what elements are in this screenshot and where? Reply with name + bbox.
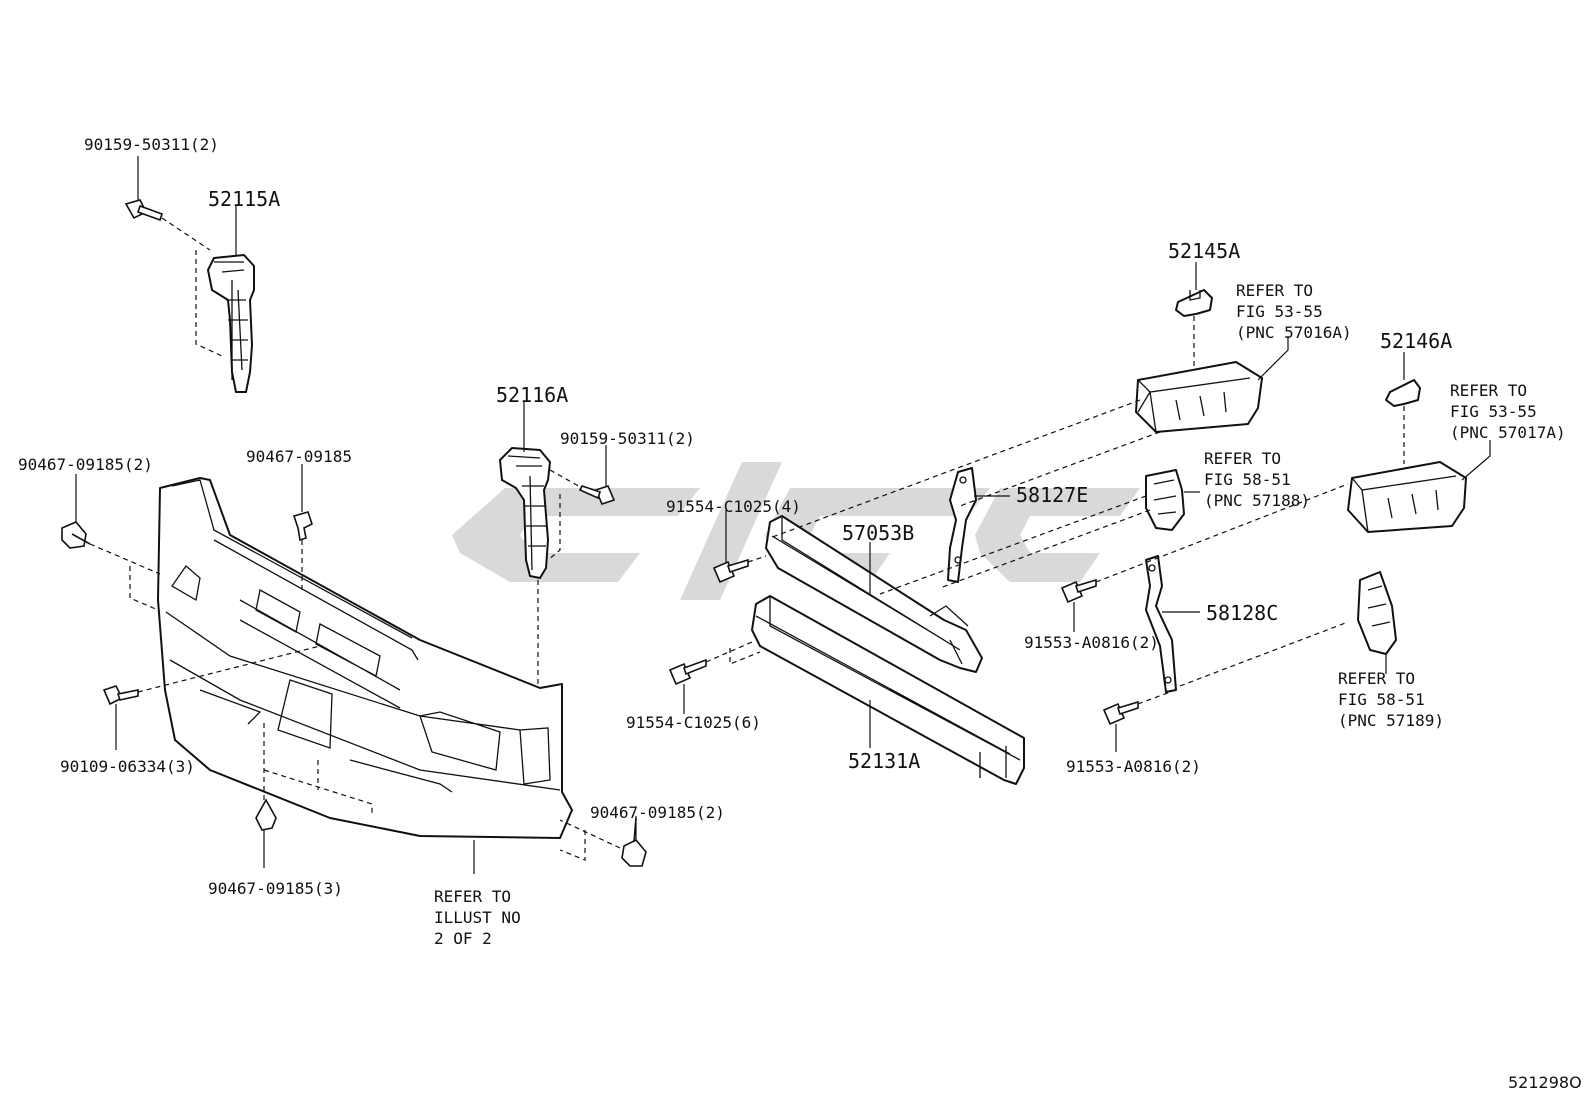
dash-57188 [879, 495, 1151, 595]
label-91553-A0816-b: 91553-A0816(2) [1066, 757, 1201, 776]
label-52145A: 52145A [1168, 239, 1240, 263]
retainer-52115A [207, 254, 255, 393]
clip-90467-bottom [255, 798, 277, 831]
label-90467-09185-top: 90467-09185 [246, 447, 352, 466]
label-91554-C1025-4: 91554-C1025(4) [666, 497, 801, 516]
screw-90159-top [124, 199, 164, 222]
stay-58128C [1145, 555, 1177, 693]
bracket-57188 [1145, 469, 1185, 531]
label-90467-09185-bottom: 90467-09185(3) [208, 879, 343, 898]
leader-refer-57016A [1257, 336, 1289, 381]
support-57016A [1135, 361, 1263, 433]
label-90159-50311-top: 90159-50311(2) [84, 135, 219, 154]
leader-refer-57017A [1461, 440, 1491, 481]
support-57017A [1347, 461, 1467, 533]
label-52115A: 52115A [208, 187, 280, 211]
front-bumper-cover [157, 477, 573, 839]
dash-91553-b [1137, 621, 1349, 705]
label-91554-C1025-6: 91554-C1025(6) [626, 713, 761, 732]
dash-91554-4 [747, 555, 767, 563]
label-52146A: 52146A [1380, 329, 1452, 353]
retainer-52116A [499, 447, 551, 579]
dash-90467-bottom [263, 720, 373, 816]
label-90159-50311-mid: 90159-50311(2) [560, 429, 695, 448]
bracket-57189 [1357, 571, 1397, 655]
screw-91554-6 [668, 658, 707, 686]
label-90109-06334: 90109-06334(3) [60, 757, 195, 776]
dash-52115A [161, 217, 223, 357]
refer-57189: REFER TO FIG 58-51 (PNC 57189) [1338, 669, 1444, 730]
label-58127E: 58127E [1016, 483, 1088, 507]
clip-90467-left [61, 521, 91, 549]
dash-91554-6 [705, 641, 761, 665]
label-52131A: 52131A [848, 749, 920, 773]
label-90467-09185-right: 90467-09185(2) [590, 803, 725, 822]
screw-91553-a [1060, 578, 1097, 604]
screw-90109 [102, 685, 139, 706]
label-58128C: 58128C [1206, 601, 1278, 625]
reinforcement-52131A [751, 595, 1025, 785]
figure-id: 521298O [1508, 1073, 1582, 1092]
dash-90109 [137, 645, 321, 693]
refer-57188: REFER TO FIG 58-51 (PNC 57188) [1204, 449, 1310, 510]
label-57053B: 57053B [842, 521, 914, 545]
dash-57016A [769, 399, 1161, 539]
label-90467-09185-left: 90467-09185(2) [18, 455, 153, 474]
clip-90467-top [292, 511, 313, 542]
dash-91553-a [1095, 483, 1349, 583]
dash-90467-right [559, 819, 621, 861]
bumper-arm-57053B [765, 515, 983, 673]
bracket-52145A [1175, 289, 1213, 317]
screw-90159-mid [578, 485, 616, 505]
refer-57017A: REFER TO FIG 53-55 (PNC 57017A) [1450, 381, 1566, 442]
stay-58127E [947, 467, 977, 583]
screw-91554-4 [712, 558, 749, 584]
refer-57016A: REFER TO FIG 53-55 (PNC 57016A) [1236, 281, 1352, 342]
dash-90467-left [89, 543, 161, 611]
label-91553-A0816-a: 91553-A0816(2) [1024, 633, 1159, 652]
bracket-52146A [1385, 379, 1421, 407]
watermark-logo [452, 462, 1140, 600]
screw-91553-b [1102, 700, 1139, 726]
refer-illust-2of2: REFER TO ILLUST NO 2 OF 2 [434, 887, 530, 948]
label-52116A: 52116A [496, 383, 568, 407]
dash-52116A [537, 469, 583, 690]
clip-90467-right [621, 817, 647, 867]
